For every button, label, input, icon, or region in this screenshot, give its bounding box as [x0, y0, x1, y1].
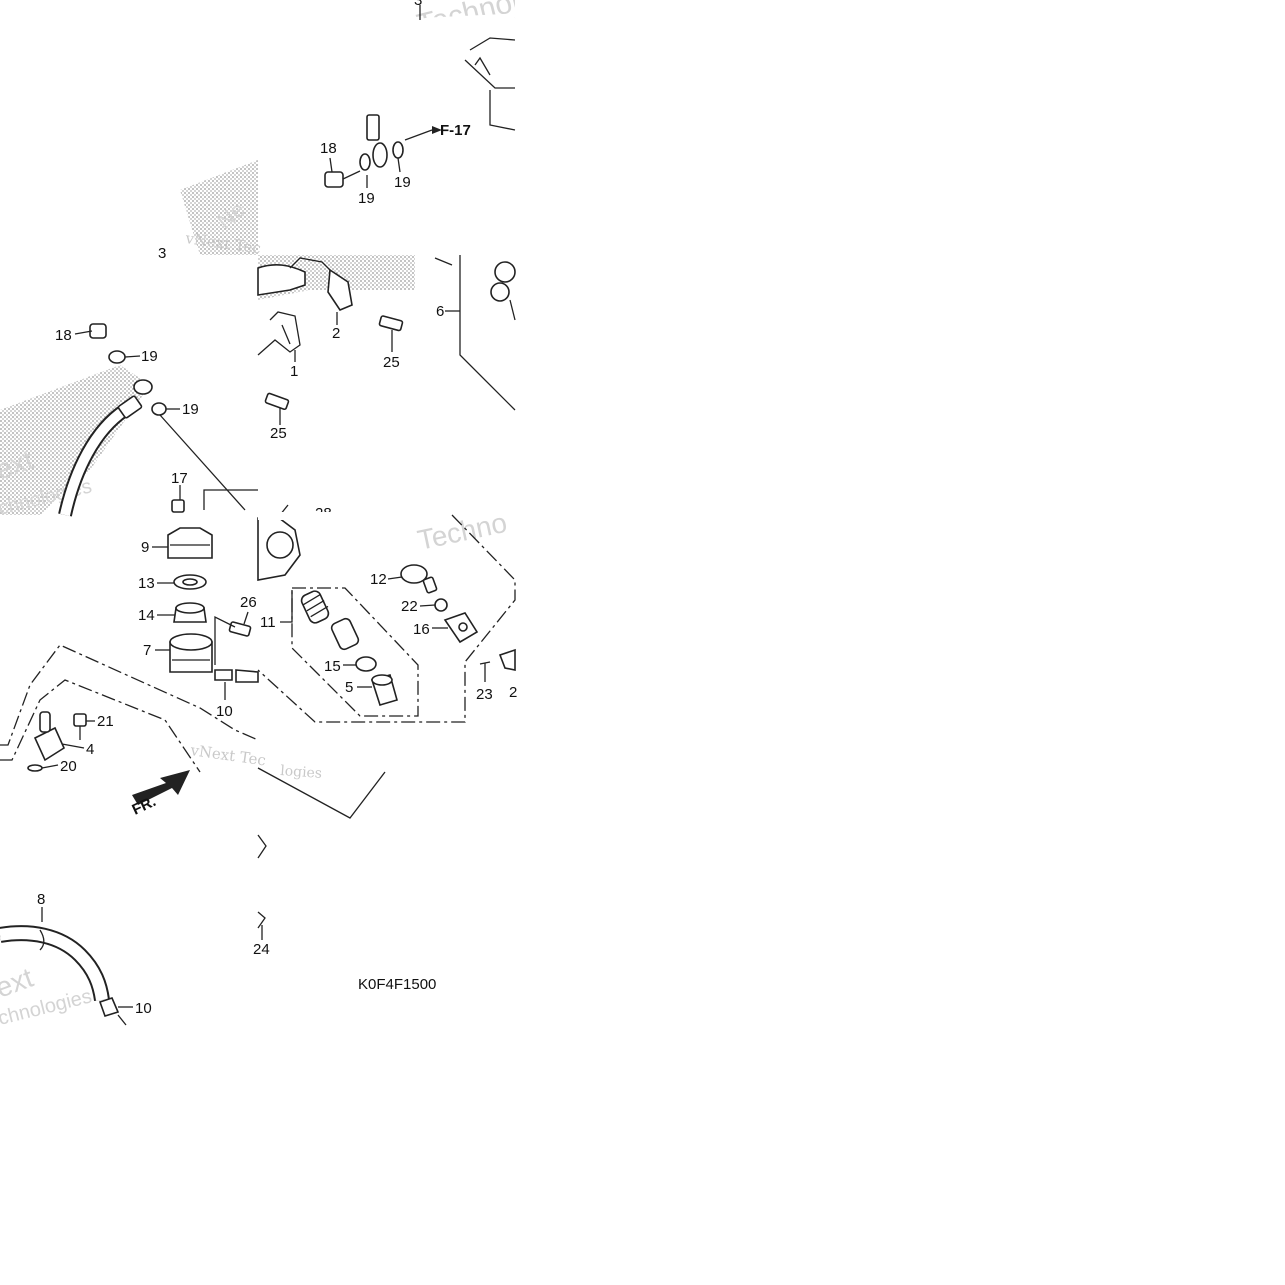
- callout-14: 14: [138, 607, 155, 624]
- callout-22: 22: [401, 598, 418, 615]
- clip-10b: [98, 997, 120, 1017]
- watermark-techno-right: Techno: [415, 507, 510, 556]
- callout-3-top: 3: [414, 0, 422, 9]
- watermark-ext-bottom: ext: [0, 962, 37, 1004]
- banjo-bolt-18a: [324, 171, 344, 188]
- bleeder-17: [171, 499, 185, 513]
- callout-19-top-b: 19: [394, 174, 411, 191]
- callout-15: 15: [324, 658, 341, 675]
- stay-2: [327, 268, 353, 311]
- front-arrow: [132, 770, 190, 805]
- screw-21: [73, 713, 87, 727]
- banjo-fitting-left: [133, 379, 153, 395]
- washer-19c: [108, 350, 126, 364]
- callout-18-top: 18: [320, 140, 337, 157]
- switch-4: [33, 726, 66, 762]
- callout-12: 12: [370, 571, 387, 588]
- callout-26: 26: [240, 594, 257, 611]
- washer-19b: [392, 141, 404, 159]
- callout-7: 7: [143, 642, 151, 659]
- callout-25-a: 25: [383, 354, 400, 371]
- oring-20: [27, 764, 43, 772]
- callout-21: 21: [97, 713, 114, 730]
- callout-2-right: 2: [509, 684, 517, 701]
- callout-1: 1: [290, 363, 298, 380]
- callout-11: 11: [260, 614, 276, 631]
- callout-19-left-b: 19: [182, 401, 199, 418]
- clip-10a: [214, 669, 233, 681]
- watermark-logies-mid: logies: [280, 763, 323, 782]
- shading: [0, 160, 415, 515]
- switch-6: [494, 261, 516, 283]
- callout-24: 24: [253, 941, 270, 958]
- callout-6: 6: [436, 303, 444, 320]
- left-brake-hose: [58, 323, 258, 517]
- callout-13: 13: [138, 575, 155, 592]
- leader-lines: [41, 5, 460, 1008]
- callouts: 3 3 18 19 19 18 19 19 17 6 2 25 1 25 9 1…: [37, 0, 517, 1017]
- bracket-parts: [257, 255, 516, 411]
- reservoir-hose: [0, 911, 266, 1026]
- callout-18-left: 18: [55, 327, 72, 344]
- callout-10-a: 10: [216, 703, 233, 720]
- watermark-brand-mid: vNext Tec: [188, 741, 267, 770]
- callout-8: 8: [37, 891, 45, 908]
- screw-26: [228, 621, 252, 637]
- callout-23: 23: [476, 686, 493, 703]
- master-cylinder: [257, 504, 516, 723]
- piston-kit-outline: [291, 587, 419, 717]
- joint-12: [400, 564, 428, 584]
- cup-15: [355, 656, 377, 672]
- callout-17: 17: [171, 470, 188, 487]
- callout-16: 16: [413, 621, 430, 638]
- callout-19-top-a: 19: [358, 190, 375, 207]
- callout-4: 4: [86, 741, 94, 758]
- hose-fitting-top: [366, 114, 380, 141]
- washer-19d: [151, 402, 167, 416]
- callout-19-left-a: 19: [141, 348, 158, 365]
- callout-9: 9: [141, 539, 149, 556]
- diagram-code: K0F4F1500: [358, 976, 436, 993]
- reservoir: [167, 527, 259, 683]
- cap-9: [167, 527, 213, 559]
- banjo-fitting-top: [372, 142, 388, 168]
- spring-11: [300, 590, 330, 624]
- oring-22: [434, 598, 448, 612]
- washer-19a: [359, 153, 371, 171]
- callout-3: 3: [158, 245, 166, 262]
- upper-brake-hose: F-17: [324, 13, 516, 188]
- ref-f17-label: F-17: [440, 122, 471, 139]
- callout-25-b: 25: [270, 425, 287, 442]
- banjo-bolt-18b: [89, 323, 107, 339]
- piston-11: [330, 617, 360, 651]
- callout-10-b: 10: [135, 1000, 152, 1017]
- hose-fitting-left: [117, 395, 143, 419]
- bolt-25a: [378, 315, 404, 332]
- callout-20: 20: [60, 758, 77, 775]
- callout-5: 5: [345, 679, 353, 696]
- callout-2: 2: [332, 325, 340, 342]
- bolt-25b: [264, 392, 290, 411]
